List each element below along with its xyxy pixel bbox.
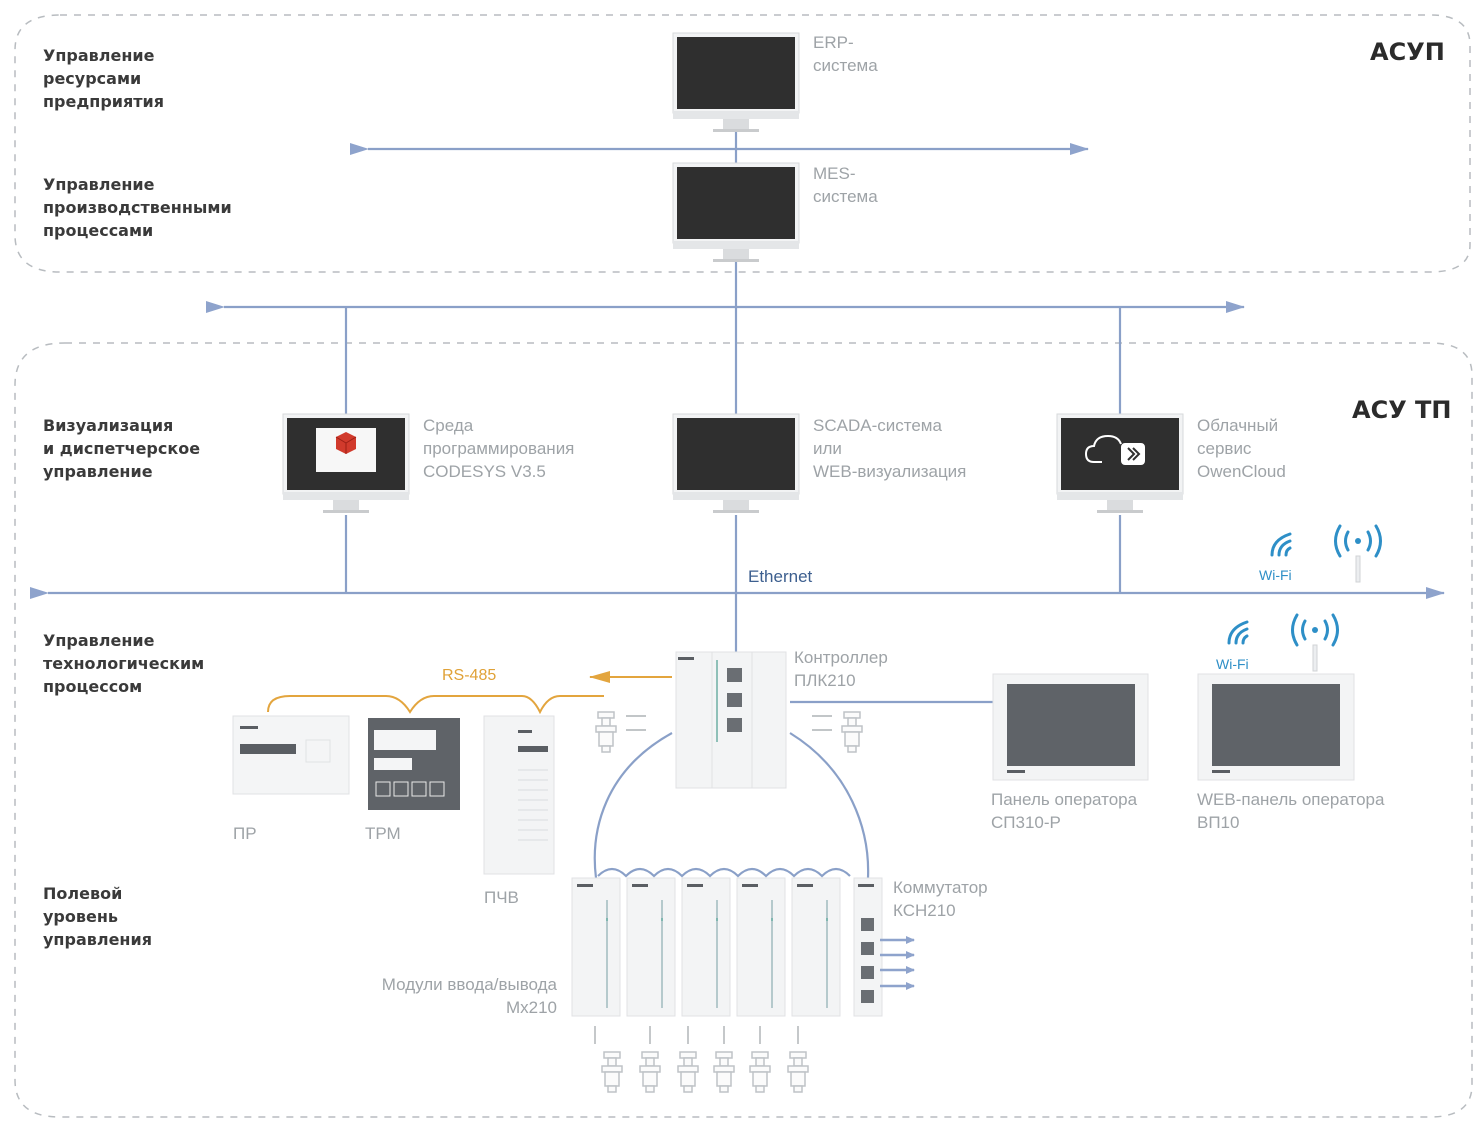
wifi-icon bbox=[1227, 532, 1292, 645]
sensor-icon bbox=[639, 1051, 661, 1093]
wifi-label: Wi-Fi bbox=[1259, 567, 1292, 583]
rs485-label: RS-485 bbox=[442, 667, 497, 684]
sensor-icon bbox=[713, 1051, 735, 1093]
mes-monitor bbox=[672, 162, 800, 263]
plc-device bbox=[675, 651, 787, 789]
level-process: Управление технологическим процессом bbox=[43, 631, 205, 696]
operator-panel bbox=[992, 673, 1149, 781]
pr-device bbox=[232, 715, 350, 795]
erp-monitor bbox=[672, 32, 800, 133]
level-production: Управление производственными процессами bbox=[43, 175, 232, 240]
antenna-icon bbox=[1291, 524, 1382, 647]
asup-zone-border bbox=[14, 14, 1471, 273]
sensor-icon bbox=[841, 711, 863, 753]
mes-label: MES- система bbox=[813, 164, 878, 206]
cloud-label: Облачный сервис OwenCloud bbox=[1197, 416, 1286, 481]
web-panel bbox=[1197, 673, 1355, 781]
switch-device bbox=[853, 877, 883, 1017]
scada-label: SCADA-система или WEB-визуализация bbox=[813, 416, 967, 481]
cloud-monitor bbox=[1056, 413, 1184, 514]
owencloud-logo bbox=[1084, 434, 1145, 465]
level-enterprise: Управление ресурсами предприятия bbox=[43, 46, 165, 111]
ethernet-label: Ethernet bbox=[748, 567, 813, 586]
io-module bbox=[571, 877, 621, 1017]
codesys-label: Среда программирования CODESYS V3.5 bbox=[423, 416, 575, 481]
switch-ports-arrows bbox=[880, 936, 915, 990]
wifi-label: Wi-Fi bbox=[1216, 656, 1249, 672]
sensor-icon bbox=[601, 1051, 623, 1093]
codesys-logo bbox=[316, 428, 376, 472]
pchv-label: ПЧВ bbox=[484, 888, 519, 907]
scada-monitor bbox=[672, 413, 800, 514]
panel-label: Панель оператора СП310-Р bbox=[991, 790, 1138, 832]
io-module bbox=[681, 877, 731, 1017]
asup-zone-label: АСУП bbox=[1370, 38, 1445, 66]
pr-label: ПР bbox=[233, 824, 257, 843]
trm-label: ТРМ bbox=[365, 824, 401, 843]
io-module bbox=[791, 877, 841, 1017]
modules-label: Модули ввода/вывода Мх210 bbox=[381, 975, 557, 1017]
switch-label: Коммутатор КСН210 bbox=[893, 878, 988, 920]
erp-label: ERP- система bbox=[813, 33, 878, 75]
trm-device bbox=[368, 718, 460, 810]
level-field: Полевой уровень управления bbox=[43, 884, 152, 949]
rs485-bus bbox=[267, 695, 604, 715]
io-module bbox=[736, 877, 786, 1017]
io-module bbox=[626, 877, 676, 1017]
sensor-icon bbox=[787, 1051, 809, 1093]
sensor-icon bbox=[677, 1051, 699, 1093]
sensor-icon bbox=[595, 711, 617, 753]
asutp-zone-label: АСУ ТП bbox=[1352, 396, 1452, 424]
pchv-device bbox=[483, 715, 555, 875]
plc-label: Контроллер ПЛК210 bbox=[794, 648, 888, 690]
module-bus-arc bbox=[593, 732, 673, 879]
level-visualization: Визуализация и диспетчерское управление bbox=[43, 416, 201, 481]
sensor-icon bbox=[749, 1051, 771, 1093]
webpanel-label: WEB-панель оператора ВП10 bbox=[1197, 790, 1385, 832]
